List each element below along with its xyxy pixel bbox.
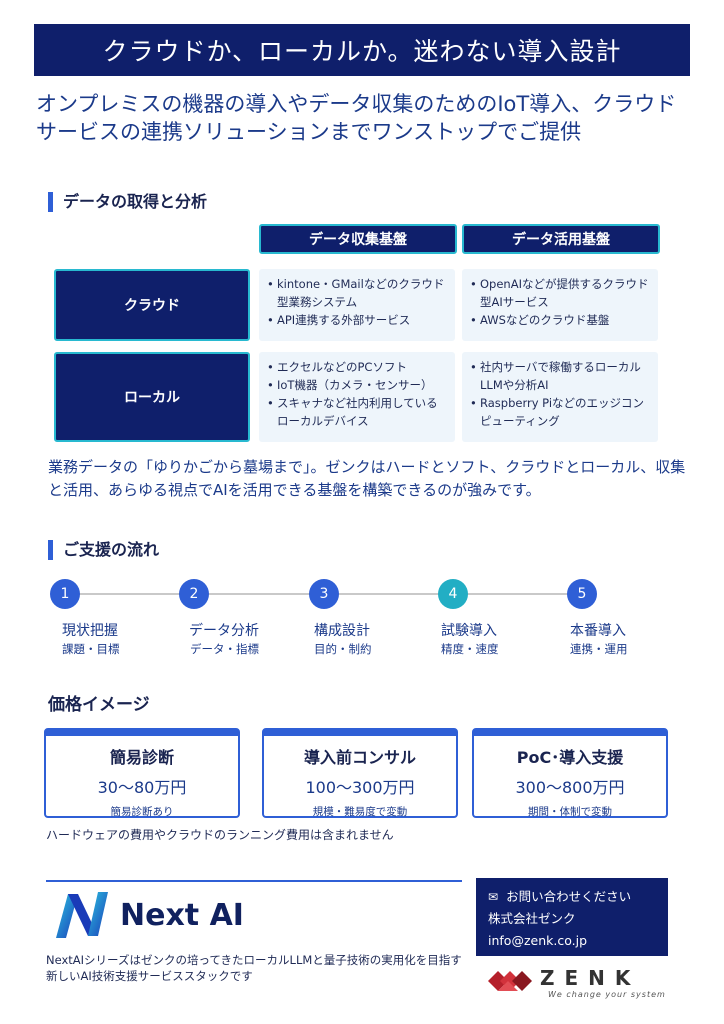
mail-icon: ✉ [488,890,499,904]
company-name: 株式会社ゼンク [488,911,576,926]
zenk-wordmark: ZENK [540,966,641,990]
price-card-name: 簡易診断 [109,748,174,767]
cell-cloud-collection: kintone・GMailなどのクラウド型業務システム API連携する外部サービ… [259,269,455,341]
price-card-amount: 100〜300万円 [305,778,415,797]
summary-text: 業務データの「ゆりかごから墓場まで」。ゼンクはハードとソフト、クラウドとローカル… [48,458,686,499]
step-4-sub: 精度・速度 [441,642,499,656]
row-header-cloud: クラウド [54,269,250,341]
next-ai-brand: Next AI [120,898,244,933]
pricing-disclaimer: ハードウェアの費用やクラウドのランニング費用は含まれません [46,828,394,842]
list-item: エクセルなどのPCソフト [267,358,449,376]
step-2-circle: 2 [179,579,209,609]
section-heading-flow: ご支援の流れ [48,540,159,560]
page-title-banner: クラウドか、ローカルか。迷わない導入設計 [34,24,690,76]
zenk-logo-icon [488,971,532,991]
step-5-title: 本番導入 [570,623,626,639]
price-card-amount: 300〜800万円 [515,778,625,797]
price-card-note: 簡易診断あり [110,806,174,818]
row-header-local: ローカル [54,352,250,442]
column-header-collection: データ収集基盤 [259,224,457,254]
list-item: OpenAIなどが提供するクラウド型AIサービス [470,275,652,311]
cell-local-utilization: 社内サーバで稼働するローカルLLMや分析AI Raspberry Piなどのエッ… [462,352,658,442]
step-3-circle: 3 [309,579,339,609]
section-heading-data: データの取得と分析 [48,192,207,212]
footer-description: NextAIシリーズはゼンクの培ってきたローカルLLMと量子技術の実用化を目指す… [46,953,462,983]
pricing-heading: 価格イメージ [48,695,150,715]
step-5-circle: 5 [567,579,597,609]
list-item: IoT機器（カメラ・センサー） [267,376,449,394]
contact-title-row: ✉ お問い合わせください [488,886,656,908]
list-item: kintone・GMailなどのクラウド型業務システム [267,275,449,311]
step-4-title: 試験導入 [441,623,497,639]
list-item: AWSなどのクラウド基盤 [470,311,652,329]
step-5-sub: 連携・運用 [570,642,628,656]
next-ai-logo-icon [56,892,108,938]
zenk-tagline: We change your system [548,990,666,999]
price-card-name: PoC･導入支援 [516,748,624,767]
contact-title: お問い合わせください [506,889,632,904]
column-header-utilization: データ活用基盤 [462,224,660,254]
step-3-title: 構成設計 [314,623,370,639]
page-title: クラウドか、ローカルか。迷わない導入設計 [102,37,622,66]
step-1-title: 現状把握 [62,623,118,639]
price-card-amount: 30〜80万円 [97,778,187,797]
step-1-circle: 1 [50,579,80,609]
list-item: API連携する外部サービス [267,311,449,329]
list-item: 社内サーバで稼働するローカルLLMや分析AI [470,358,652,394]
price-card-poc: PoC･導入支援 300〜800万円 期間・体制で変動 [472,728,668,818]
price-card-consult: 導入前コンサル 100〜300万円 規模・難易度で変動 [262,728,458,818]
step-2-title: データ分析 [189,623,259,639]
list-item: スキャナなど社内利用しているローカルデバイス [267,394,449,430]
price-card-note: 規模・難易度で変動 [312,806,408,818]
list-item: Raspberry Piなどのエッジコンピューティング [470,394,652,430]
step-1-sub: 課題・目標 [62,642,120,656]
cell-local-collection: エクセルなどのPCソフト IoT機器（カメラ・センサー） スキャナなど社内利用し… [259,352,455,442]
footer-divider [46,880,462,882]
step-2-sub: データ・指標 [190,642,259,656]
cell-cloud-utilization: OpenAIなどが提供するクラウド型AIサービス AWSなどのクラウド基盤 [462,269,658,341]
price-card-note: 期間・体制で変動 [528,806,612,818]
lead-text: オンプレミスの機器の導入やデータ収集のためのIoT導入、クラウドサービスの連携ソ… [36,92,677,144]
contact-email[interactable]: info@zenk.co.jp [488,933,588,948]
contact-box: ✉ お問い合わせください 株式会社ゼンク info@zenk.co.jp [476,878,668,956]
step-3-sub: 目的・制約 [314,642,372,656]
price-card-diagnosis: 簡易診断 30〜80万円 簡易診断あり [44,728,240,818]
price-card-name: 導入前コンサル [303,748,416,767]
step-4-circle: 4 [438,579,468,609]
